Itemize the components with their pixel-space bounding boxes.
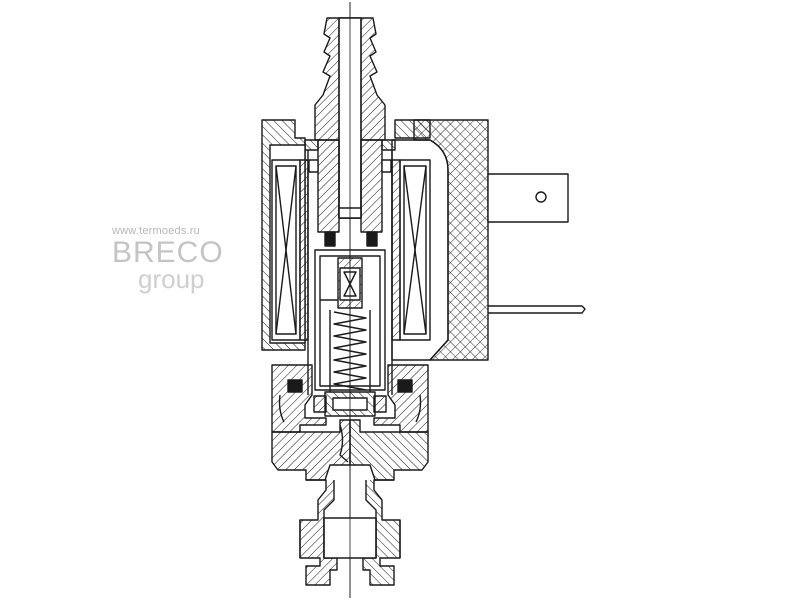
armature-tube — [307, 150, 393, 395]
terminal-tab — [487, 173, 569, 223]
valve-body-lower — [271, 419, 429, 481]
ground-pin — [488, 305, 586, 314]
coil-winding-right — [391, 139, 449, 361]
fixed-core — [304, 139, 396, 233]
coil-winding-left — [271, 159, 309, 341]
coil-overmold — [413, 119, 489, 361]
